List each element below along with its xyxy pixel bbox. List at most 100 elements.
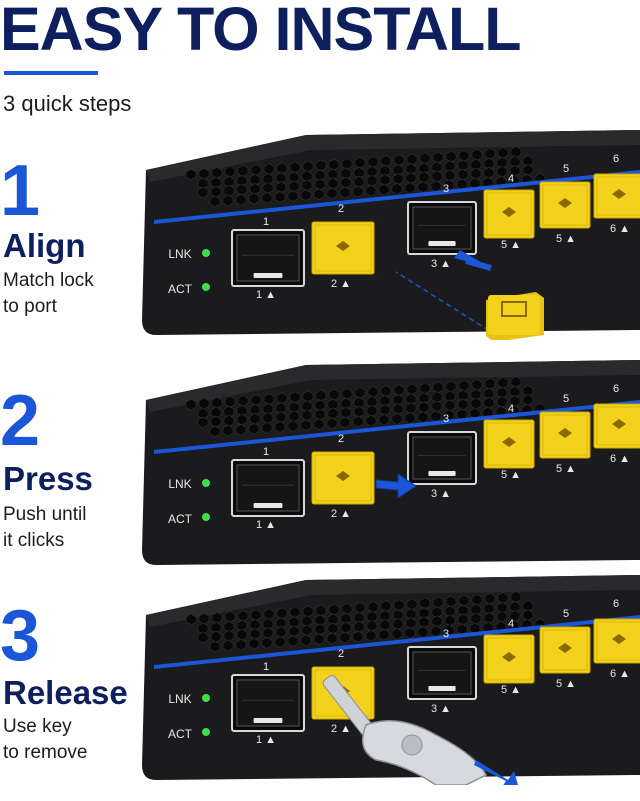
- act-label: ACT: [168, 512, 193, 526]
- key-icon: [322, 675, 488, 785]
- switch-panel-step-1: LNK ACT 1 2 3 4 5 6 1 ▲ 2 ▲ 3 ▲ 5 ▲ 5 ▲ 6 ▲: [136, 130, 640, 340]
- down-right-arrow-icon: [474, 760, 518, 785]
- step-2-desc-line1: Push until: [3, 504, 87, 525]
- floating-lock: [486, 292, 544, 340]
- port-6-top-label: 6: [613, 598, 619, 610]
- step-1-description: Match lock to port: [3, 268, 133, 320]
- port-6-lock: [593, 403, 640, 449]
- lnk-led-icon: [202, 479, 210, 487]
- port-3-top-label: 3: [443, 628, 449, 640]
- lock-slot-icon: [502, 207, 516, 217]
- lnk-label: LNK: [168, 247, 191, 261]
- step-1-number: 1: [0, 151, 41, 231]
- lock-slot-icon: [336, 471, 350, 481]
- step-1-title: Align: [3, 227, 86, 264]
- port-3-bottom-label: 3 ▲: [431, 703, 451, 715]
- port-2-bottom-label: 2 ▲: [331, 723, 351, 735]
- lock-slot-icon: [612, 419, 626, 429]
- blue-stripe: [154, 615, 640, 669]
- port-5b-bottom-label: 5 ▲: [556, 463, 576, 475]
- port-4-top-label: 4: [508, 403, 514, 415]
- port-6-top-label: 6: [613, 153, 619, 165]
- lock-slot-icon: [612, 189, 626, 199]
- port-1-empty: [231, 674, 305, 732]
- switch-illustration: LNK ACT 1 2 3 4 5 6 1 ▲ 2 ▲ 3 ▲ 5 ▲ 5 ▲ 6 ▲: [142, 130, 640, 340]
- lnk-label: LNK: [168, 692, 191, 706]
- port-5a-bottom-label: 5 ▲: [501, 684, 521, 696]
- port-3-empty: [407, 646, 477, 700]
- lnk-label: LNK: [168, 477, 191, 491]
- port-4-lock: [483, 634, 535, 684]
- vent-grille: [185, 591, 546, 653]
- port-6-bottom-label: 6 ▲: [610, 223, 630, 235]
- step-3-number: 3: [0, 596, 41, 676]
- blue-stripe: [154, 400, 640, 454]
- lock-slot-icon: [502, 437, 516, 447]
- step-2-number: 2: [0, 381, 41, 461]
- port-1-top-label: 1: [263, 661, 269, 673]
- step-3-description: Use key to remove: [3, 714, 133, 766]
- port-5-top-label: 5: [563, 163, 569, 175]
- port-1-top-label: 1: [263, 216, 269, 228]
- port-4-lock: [483, 189, 535, 239]
- port-6-top-label: 6: [613, 383, 619, 395]
- switch-top-edge: [146, 360, 640, 412]
- act-led-icon: [202, 513, 210, 521]
- port-1-bottom-label: 1 ▲: [256, 289, 276, 301]
- title-underline: [4, 71, 98, 75]
- vent-grille: [185, 376, 546, 438]
- port-5-top-label: 5: [563, 608, 569, 620]
- step-3-title: Release: [3, 674, 128, 711]
- port-2-bottom-label: 2 ▲: [331, 508, 351, 520]
- port-2-lock: [311, 451, 375, 505]
- blue-stripe: [154, 170, 640, 224]
- port-5b-bottom-label: 5 ▲: [556, 678, 576, 690]
- port-4-top-label: 4: [508, 173, 514, 185]
- step-2-description: Push until it clicks: [3, 502, 133, 554]
- port-5-top-label: 5: [563, 393, 569, 405]
- lock-slot-icon: [336, 241, 350, 251]
- port-3-top-label: 3: [443, 413, 449, 425]
- port-6-lock: [593, 173, 640, 219]
- step-3-desc-line2: to remove: [3, 742, 88, 763]
- port-2-top-label: 2: [338, 203, 344, 215]
- port-6-bottom-label: 6 ▲: [610, 668, 630, 680]
- lnk-led-icon: [202, 694, 210, 702]
- port-3-bottom-label: 3 ▲: [431, 258, 451, 270]
- port-1-bottom-label: 1 ▲: [256, 519, 276, 531]
- port-5-lock: [539, 411, 591, 459]
- port-3-top-label: 3: [443, 183, 449, 195]
- act-led-icon: [202, 728, 210, 736]
- port-5a-bottom-label: 5 ▲: [501, 469, 521, 481]
- act-label: ACT: [168, 282, 193, 296]
- lnk-led-icon: [202, 249, 210, 257]
- step-1-desc-line1: Match lock: [3, 270, 94, 291]
- port-5a-bottom-label: 5 ▲: [501, 239, 521, 251]
- port-2-lock: [311, 221, 375, 275]
- port-4-lock: [483, 419, 535, 469]
- lock-slot-icon: [612, 634, 626, 644]
- act-label: ACT: [168, 727, 193, 741]
- port-6-lock: [593, 618, 640, 664]
- right-arrow-icon: [375, 473, 417, 499]
- port-3-empty: [407, 201, 477, 255]
- act-led-icon: [202, 283, 210, 291]
- port-1-bottom-label: 1 ▲: [256, 734, 276, 746]
- lock-slot-icon: [558, 198, 572, 208]
- port-5-lock: [539, 181, 591, 229]
- step-2-desc-line2: it clicks: [3, 530, 65, 551]
- step-1-desc-line2: to port: [3, 296, 57, 317]
- lock-slot-icon: [558, 643, 572, 653]
- port-2-bottom-label: 2 ▲: [331, 278, 351, 290]
- vent-grille: [185, 146, 546, 208]
- port-1-empty: [231, 229, 305, 287]
- lock-slot-icon: [502, 652, 516, 662]
- port-5b-bottom-label: 5 ▲: [556, 233, 576, 245]
- port-3-empty: [407, 431, 477, 485]
- port-6-bottom-label: 6 ▲: [610, 453, 630, 465]
